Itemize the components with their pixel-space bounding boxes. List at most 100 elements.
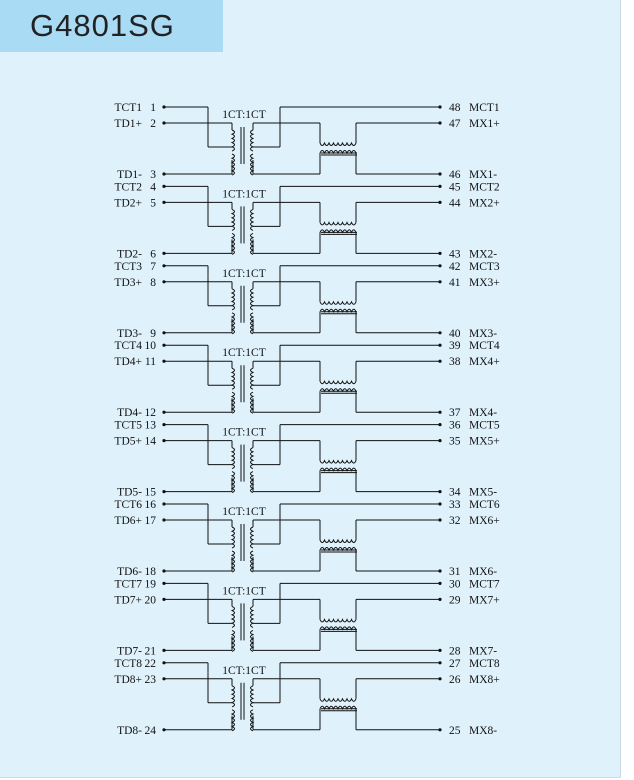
choke-coil	[319, 150, 357, 155]
td-plus-pin-number: 11	[145, 356, 156, 368]
mx-plus-pin-number: 35	[449, 436, 461, 448]
tct-label: TCT6	[115, 499, 143, 511]
turns-ratio-label: 1CT:1CT	[222, 585, 266, 597]
mct-pin-number: 27	[449, 658, 461, 670]
transformer-coil	[250, 685, 255, 708]
mx-minus-pin-number: 40	[449, 328, 461, 340]
transformer-coil	[230, 550, 235, 573]
mx-plus-pin-number: 29	[449, 594, 461, 606]
tct-label: TCT4	[115, 340, 143, 352]
mct-label: MCT6	[469, 499, 500, 511]
td-plus-pin-number: 8	[150, 277, 156, 289]
transformer-coil	[250, 312, 255, 335]
mx-minus-label: MX5-	[469, 487, 497, 499]
td-minus-pin-number: 21	[145, 645, 157, 657]
td-minus-label: TD4-	[117, 407, 142, 419]
mx-minus-pin-number: 25	[449, 725, 461, 737]
td-minus-pin-number: 24	[145, 725, 157, 737]
mct-label: MCT5	[469, 420, 500, 432]
title-banner: G4801SG	[0, 0, 223, 52]
mx-minus-label: MX3-	[469, 328, 497, 340]
mx-minus-label: MX1-	[469, 169, 497, 181]
transformer-coil	[250, 605, 255, 628]
transformer-coil	[250, 367, 255, 390]
tct-label: TCT2	[115, 181, 143, 193]
td-plus-pin-number: 2	[150, 118, 156, 130]
td-minus-pin-number: 9	[150, 328, 156, 340]
td-plus-label: TD8+	[114, 674, 142, 686]
mx-plus-label: MX4+	[469, 356, 500, 368]
turns-ratio-label: 1CT:1CT	[222, 188, 266, 200]
td-minus-pin-number: 15	[145, 487, 157, 499]
mx-minus-pin-number: 28	[449, 645, 461, 657]
td-minus-label: TD2-	[117, 248, 142, 260]
td-minus-pin-number: 6	[150, 248, 156, 260]
choke-coil	[319, 705, 357, 711]
tct-label: TCT5	[115, 420, 143, 432]
mx-plus-label: MX1+	[469, 118, 500, 130]
choke-coil	[319, 141, 357, 146]
transformer-coil	[230, 208, 235, 231]
transformer-coil	[230, 709, 235, 732]
transformer-coil	[230, 447, 235, 470]
choke-coil	[319, 547, 357, 552]
choke-coil	[319, 379, 357, 385]
mx-minus-label: MX6-	[469, 566, 497, 578]
td-plus-label: TD6+	[114, 515, 142, 527]
td-plus-pin-number: 5	[150, 197, 156, 209]
turns-ratio-label: 1CT:1CT	[222, 427, 266, 439]
transformer-coil	[230, 367, 235, 390]
mct-pin-number: 36	[449, 420, 461, 432]
mct-label: MCT4	[469, 340, 500, 352]
mx-plus-label: MX3+	[469, 277, 500, 289]
transformer-coil	[230, 312, 235, 335]
mx-plus-label: MX2+	[469, 197, 500, 209]
mx-plus-label: MX8+	[469, 674, 500, 686]
mx-minus-pin-number: 34	[449, 487, 461, 499]
transformer-coil	[230, 685, 235, 708]
choke-coil	[319, 388, 357, 393]
transformer-coil	[250, 391, 255, 414]
mx-plus-pin-number: 41	[449, 277, 461, 289]
td-minus-pin-number: 3	[150, 169, 156, 181]
tct-pin-number: 13	[145, 420, 157, 432]
mct-pin-number: 45	[449, 181, 461, 193]
transformer-coil	[250, 709, 255, 732]
td-plus-label: TD5+	[114, 436, 142, 448]
mx-minus-label: MX7-	[469, 645, 497, 657]
tct-pin-number: 7	[150, 261, 156, 273]
transformer-coil	[250, 629, 255, 652]
mx-plus-pin-number: 38	[449, 356, 461, 368]
td-minus-label: TD1-	[117, 169, 142, 181]
td-plus-label: TD1+	[114, 118, 142, 130]
transformer-coil	[250, 129, 255, 152]
choke-coil	[319, 300, 357, 305]
mx-minus-pin-number: 31	[449, 566, 461, 578]
mct-label: MCT1	[469, 102, 500, 114]
td-plus-label: TD3+	[114, 277, 142, 289]
mct-pin-number: 42	[449, 261, 461, 273]
mct-label: MCT8	[469, 658, 500, 670]
diagram-panel	[0, 0, 621, 778]
mx-plus-label: MX6+	[469, 515, 500, 527]
tct-pin-number: 22	[145, 658, 157, 670]
transformer-coil	[250, 550, 255, 573]
transformer-coil	[230, 526, 235, 549]
tct-pin-number: 10	[145, 340, 157, 352]
turns-ratio-label: 1CT:1CT	[222, 347, 266, 359]
part-number-title: G4801SG	[30, 8, 175, 43]
transformer-coil	[230, 288, 235, 311]
choke-coil	[319, 697, 357, 702]
transformer-coil	[230, 129, 235, 152]
choke-coil	[319, 538, 357, 543]
choke-coil	[319, 626, 357, 631]
td-minus-pin-number: 18	[145, 566, 157, 578]
turns-ratio-label: 1CT:1CT	[222, 506, 266, 518]
td-plus-pin-number: 14	[145, 436, 157, 448]
